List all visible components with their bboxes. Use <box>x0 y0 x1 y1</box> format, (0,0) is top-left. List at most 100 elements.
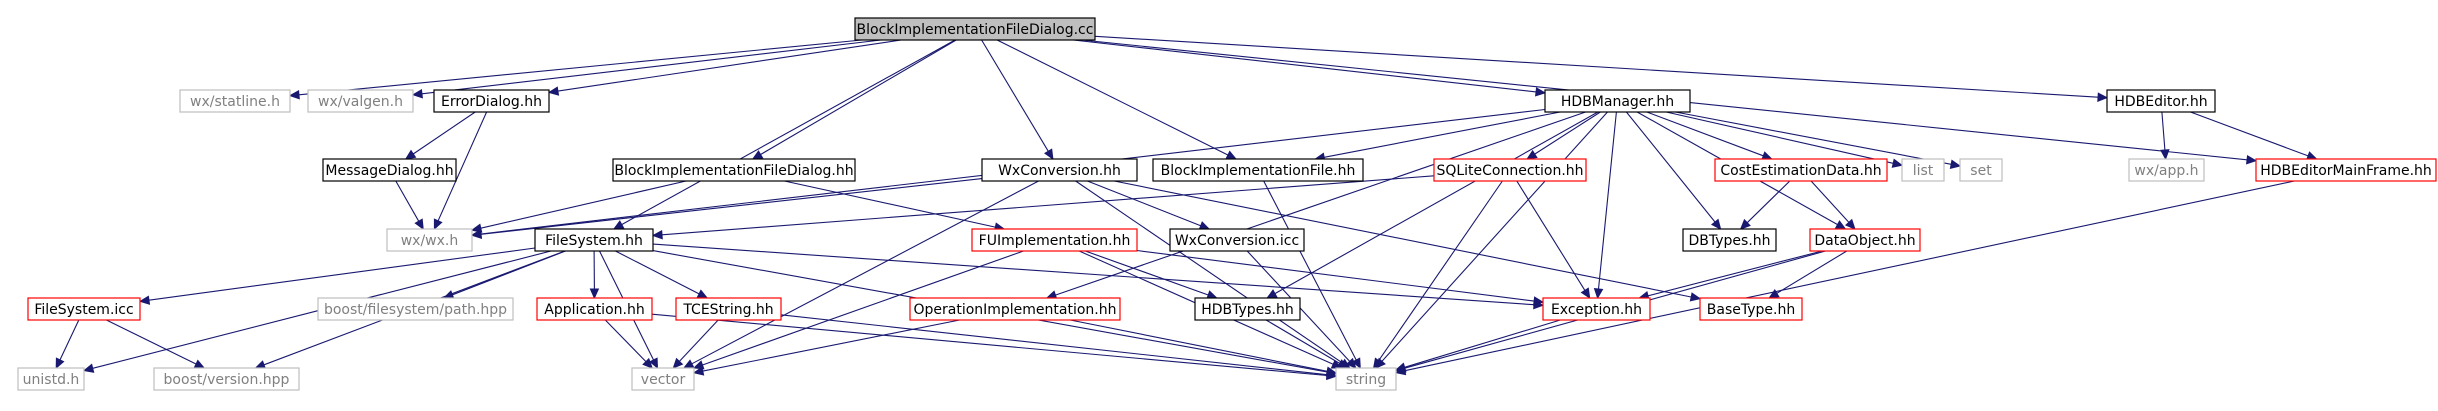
node-box <box>854 17 1096 41</box>
node-valgen: wx/valgen.h <box>307 89 414 113</box>
node-label: boost/version.hpp <box>164 372 290 388</box>
edge-fuimpl-to-vector <box>692 250 1024 370</box>
node-box <box>909 297 1121 321</box>
node-label: wx/statline.h <box>190 94 280 110</box>
node-label: CostEstimationData.hh <box>1720 163 1881 179</box>
node-errordialog[interactable]: ErrorDialog.hh <box>433 89 550 113</box>
edge-errordialog-to-wxwx <box>433 111 488 231</box>
node-messagedialog[interactable]: MessageDialog.hh <box>322 158 457 182</box>
node-box <box>307 89 414 113</box>
node-label: HDBEditorMainFrame.hh <box>2260 163 2432 179</box>
nodes-layer: BlockImplementationFileDialog.cc wx/statl… <box>17 17 2437 391</box>
node-costest[interactable]: CostEstimationData.hh <box>1714 158 1888 182</box>
edge-hdbmanager-to-string <box>1375 111 1608 369</box>
node-box <box>981 158 1138 182</box>
edge-bif_hh-to-string <box>1263 180 1361 370</box>
node-wxapp: wx/app.h <box>2128 158 2205 182</box>
node-label: BlockImplementationFile.hh <box>1161 163 1356 179</box>
node-hdbeditor[interactable]: HDBEditor.hh <box>2106 89 2216 113</box>
node-label: FileSystem.icc <box>34 302 133 318</box>
node-label: string <box>1346 372 1386 388</box>
edge-hdbmanager-to-sqlite <box>1526 111 1601 160</box>
node-vector: vector <box>631 367 695 391</box>
node-filesystem_hh[interactable]: FileSystem.hh <box>534 228 654 252</box>
node-box <box>2255 158 2437 182</box>
node-mainframe[interactable]: HDBEditorMainFrame.hh <box>2255 158 2437 182</box>
node-label: DBTypes.hh <box>1688 233 1770 249</box>
node-basetype[interactable]: BaseType.hh <box>1699 297 1803 321</box>
edge-tcestring-to-vector <box>672 319 719 369</box>
node-label: vector <box>641 372 686 388</box>
edge-root-to-bif_hh <box>996 39 1237 160</box>
edge-root-to-hdbeditor <box>1094 35 2109 102</box>
node-box <box>1544 89 1691 113</box>
edge-root-to-errordialog <box>547 39 902 96</box>
node-box <box>1682 228 1777 252</box>
node-label: list <box>1913 163 1934 179</box>
node-label: BaseType.hh <box>1707 302 1795 318</box>
node-box <box>536 297 653 321</box>
edge-exception-to-string <box>1394 319 1561 372</box>
node-label: Application.hh <box>544 302 644 318</box>
node-box <box>27 297 141 321</box>
edge-wxconv_hh-to-basetype <box>1114 180 1702 302</box>
node-unistd: unistd.h <box>17 367 85 391</box>
node-hdbtypes[interactable]: HDBTypes.hh <box>1194 297 1301 321</box>
node-application[interactable]: Application.hh <box>536 297 653 321</box>
node-wxconv_icc[interactable]: WxConversion.icc <box>1169 228 1305 252</box>
node-bifd_hh[interactable]: BlockImplementationFileDialog.hh <box>612 158 856 182</box>
node-bif_hh[interactable]: BlockImplementationFile.hh <box>1152 158 1364 182</box>
node-string: string <box>1335 367 1397 391</box>
node-root: BlockImplementationFileDialog.cc <box>854 17 1096 41</box>
node-box <box>612 158 856 182</box>
node-box <box>1542 297 1651 321</box>
node-dataobject[interactable]: DataObject.hh <box>1809 228 1921 252</box>
node-box <box>1901 158 1945 182</box>
node-label: TCEString.hh <box>682 302 773 318</box>
node-label: DataObject.hh <box>1814 233 1915 249</box>
edge-application-to-vector <box>604 319 654 369</box>
edge-hdbmanager-to-list <box>1666 111 1904 168</box>
edge-filesystem_hh-to-filesystem_icc <box>138 247 536 305</box>
node-box <box>317 297 514 321</box>
node-label: wx/app.h <box>2134 163 2198 179</box>
edge-hdbmanager-to-dbtypes <box>1625 111 1722 230</box>
node-label: HDBManager.hh <box>1561 94 1674 110</box>
node-tcestring[interactable]: TCEString.hh <box>675 297 782 321</box>
node-boostpath: boost/filesystem/path.hpp <box>317 297 514 321</box>
node-filesystem_icc[interactable]: FileSystem.icc <box>27 297 141 321</box>
node-wxwx: wx/wx.h <box>386 228 473 252</box>
node-sqlite[interactable]: SQLiteConnection.hh <box>1433 158 1587 182</box>
node-wxconv_hh[interactable]: WxConversion.hh <box>981 158 1138 182</box>
node-label: OperationImplementation.hh <box>913 302 1116 318</box>
node-opimpl[interactable]: OperationImplementation.hh <box>909 297 1121 321</box>
node-box <box>2128 158 2205 182</box>
edge-sqlite-to-exception <box>1516 180 1591 300</box>
edge-opimpl-to-string <box>1070 319 1338 376</box>
node-box <box>1194 297 1301 321</box>
edge-filesystem_icc-to-unistd <box>55 319 80 370</box>
node-fuimpl[interactable]: FUImplementation.hh <box>971 228 1138 252</box>
node-dbtypes[interactable]: DBTypes.hh <box>1682 228 1777 252</box>
node-label: WxConversion.hh <box>998 163 1121 179</box>
node-box <box>1169 228 1305 252</box>
node-box <box>17 367 85 391</box>
edge-costest-to-dbtypes <box>1739 180 1791 230</box>
node-label: FUImplementation.hh <box>979 233 1131 249</box>
node-hdbmanager[interactable]: HDBManager.hh <box>1544 89 1691 113</box>
edge-sqlite-to-filesystem_hh <box>651 175 1435 240</box>
node-label: BlockImplementationFileDialog.cc <box>857 22 1094 38</box>
node-boostversion: boost/version.hpp <box>153 367 300 391</box>
node-box <box>971 228 1138 252</box>
node-statline: wx/statline.h <box>179 89 291 113</box>
node-exception[interactable]: Exception.hh <box>1542 297 1651 321</box>
node-label: wx/wx.h <box>401 233 459 249</box>
node-box <box>386 228 473 252</box>
node-box <box>1152 158 1364 182</box>
edge-wxconv_hh-to-wxconv_icc <box>1087 180 1211 230</box>
node-box <box>1809 228 1921 252</box>
edge-messagedialog-to-wxwx <box>395 180 424 231</box>
node-label: boost/filesystem/path.hpp <box>324 302 507 318</box>
node-label: FileSystem.hh <box>545 233 643 249</box>
edge-costest-to-dataobject <box>1810 180 1856 230</box>
